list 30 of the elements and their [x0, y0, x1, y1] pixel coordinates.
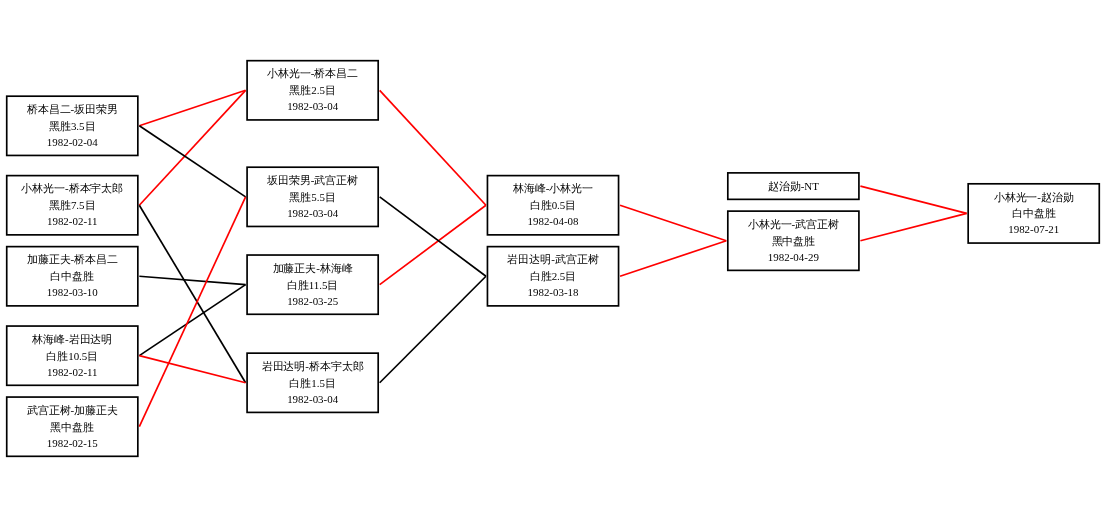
- match-box: 桥本昌二-坂田荣男 黑胜3.5目 1982-02-04: [5, 95, 139, 157]
- match-box: 小林光一-桥本宇太郎 黑胜7.5目 1982-02-11: [5, 174, 139, 236]
- bracket-line: [138, 89, 247, 127]
- bracket-line: [138, 354, 247, 384]
- match-box: 武宫正树-加藤正夫 黑中盘胜 1982-02-15: [5, 396, 139, 458]
- bracket-line: [378, 204, 487, 286]
- bracket-line: [138, 204, 247, 384]
- match-box: 小林光一-武宫正树 黑中盘胜 1982-04-29: [726, 210, 860, 272]
- bracket-line: [619, 204, 728, 242]
- match-box: 赵治勋-NT: [726, 172, 860, 201]
- bracket-line: [619, 239, 728, 278]
- bracket-line: [378, 196, 487, 278]
- match-box: 加藤正夫-桥本昌二 白中盘胜 1982-03-10: [5, 245, 139, 307]
- bracket-line: [138, 124, 247, 198]
- match-box: 林海峰-岩田达明 白胜10.5目 1982-02-11: [5, 325, 139, 387]
- match-box: 林海峰-小林光一 白胜0.5目 1982-04-08: [486, 174, 620, 236]
- match-box: 坂田荣男-武宫正树 黑胜5.5目 1982-03-04: [246, 166, 380, 228]
- bracket-line: [138, 275, 247, 286]
- bracket-line: [859, 185, 968, 215]
- bracket-line: [859, 212, 968, 242]
- bracket-line: [138, 283, 247, 357]
- match-box: 加藤正夫-林海峰 白胜11.5目 1982-03-25: [246, 254, 380, 316]
- match-box: 岩田达明-桥本宇太郎 白胜1.5目 1982-03-04: [246, 352, 380, 414]
- bracket-line: [138, 196, 247, 428]
- bracket-line: [378, 275, 487, 384]
- bracket-line: [378, 89, 487, 207]
- bracket-line: [138, 89, 247, 207]
- match-box: 小林光一-桥本昌二 黑胜2.5目 1982-03-04: [246, 59, 380, 121]
- match-box: 小林光一-赵治勋 白中盘胜 1982-07-21: [967, 182, 1101, 244]
- match-box: 岩田达明-武宫正树 白胜2.5目 1982-03-18: [486, 245, 620, 307]
